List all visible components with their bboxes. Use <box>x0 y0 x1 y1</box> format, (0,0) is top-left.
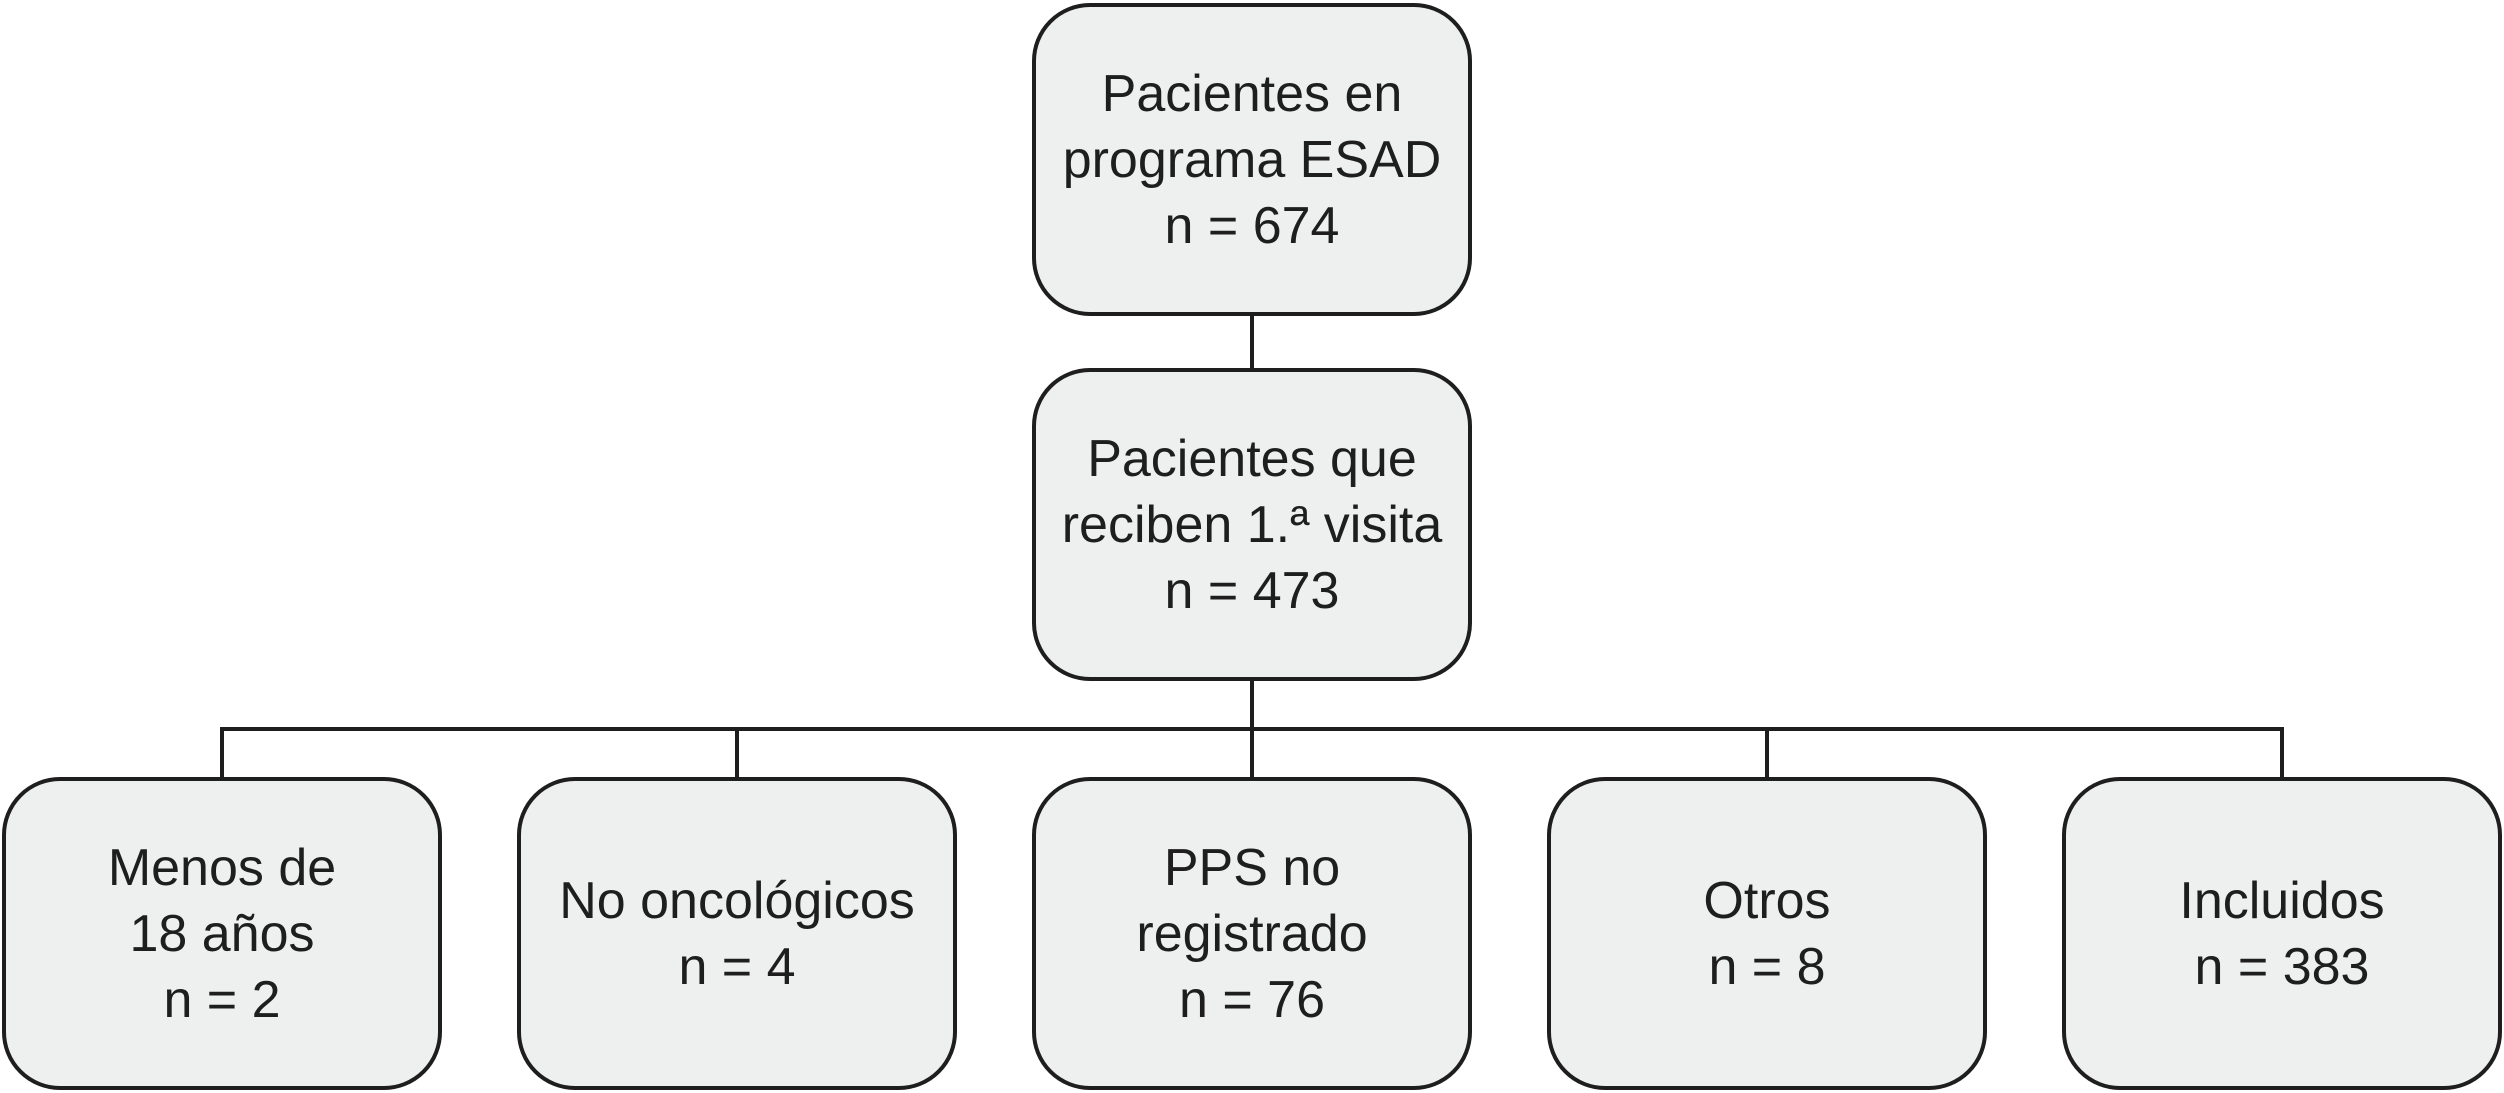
node-label: No oncológicos <box>559 871 915 930</box>
node-count: n = 76 <box>1178 970 1326 1029</box>
node-label: Menos de <box>107 838 337 897</box>
node-menos-18-anos: Menos de 18 años n = 2 <box>2 777 442 1090</box>
node-no-oncologicos: No oncológicos n = 4 <box>517 777 957 1090</box>
node-label: Pacientes en <box>1101 64 1403 123</box>
node-label: reciben 1.ª visita <box>1061 495 1443 554</box>
node-count: n = 4 <box>678 937 796 996</box>
node-label: PPS no <box>1163 838 1341 897</box>
node-count: n = 674 <box>1164 196 1340 255</box>
node-label: registrado <box>1136 904 1368 963</box>
node-label: 18 años <box>129 904 315 963</box>
node-pacientes-primera-visita: Pacientes que reciben 1.ª visita n = 473 <box>1032 368 1472 681</box>
node-label: Otros <box>1703 871 1831 930</box>
node-pacientes-programa-esad: Pacientes en programa ESAD n = 674 <box>1032 3 1472 316</box>
node-label: Incluidos <box>2179 871 2385 930</box>
node-label: Pacientes que <box>1087 429 1417 488</box>
node-label: programa ESAD <box>1062 130 1442 189</box>
node-count: n = 383 <box>2194 937 2370 996</box>
node-pps-no-registrado: PPS no registrado n = 76 <box>1032 777 1472 1090</box>
node-incluidos: Incluidos n = 383 <box>2062 777 2502 1090</box>
node-count: n = 2 <box>163 970 281 1029</box>
node-otros: Otros n = 8 <box>1547 777 1987 1090</box>
node-count: n = 473 <box>1164 561 1340 620</box>
node-count: n = 8 <box>1708 937 1826 996</box>
